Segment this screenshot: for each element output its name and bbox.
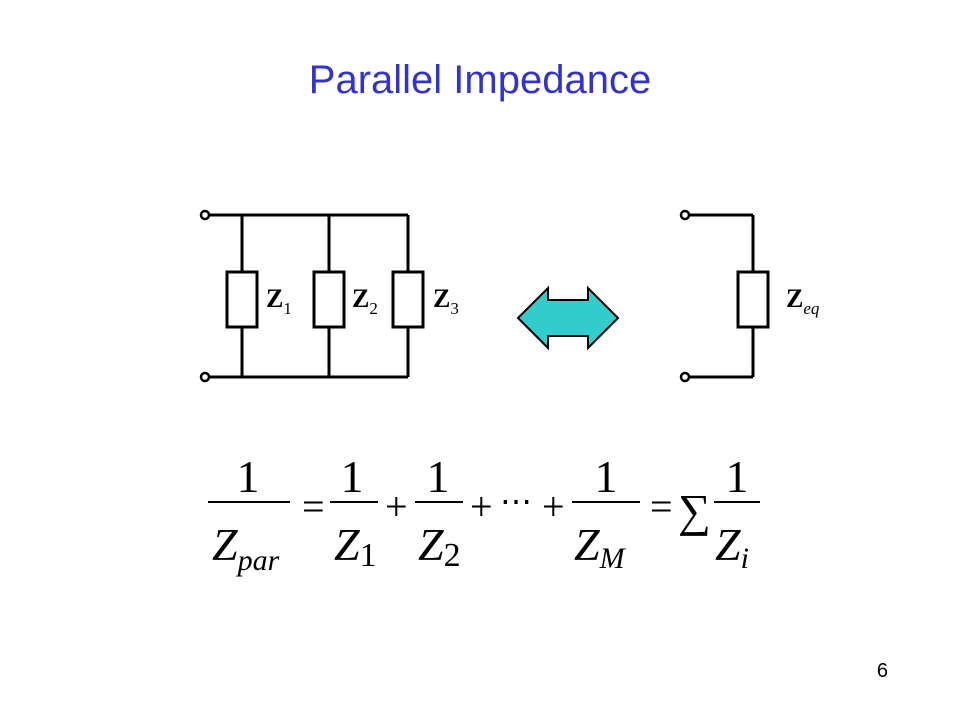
bottom-terminal [199, 371, 211, 383]
page-number: 6 [876, 660, 888, 682]
term-2-denominator: Z2 [418, 519, 461, 574]
z1-label: Z1 [266, 284, 292, 318]
z3-label: Z3 [433, 284, 459, 318]
equals-sign-1: = [302, 484, 325, 529]
equals-sign-2: = [650, 484, 673, 529]
top-terminal [199, 209, 211, 221]
z2-label: Z2 [352, 284, 378, 318]
plus-sign-1: + [385, 484, 408, 529]
sum-symbol: ∑ [678, 485, 711, 536]
equivalence-double-arrow [516, 285, 620, 351]
sum-term-numerator: 1 [726, 451, 749, 502]
term-1-denominator: Z1 [334, 519, 377, 574]
lhs-denominator: Zpar [212, 519, 280, 577]
term-1-numerator: 1 [341, 451, 364, 502]
zeq-label: Zeq [786, 284, 820, 318]
plus-sign-3: + [542, 484, 565, 529]
equivalent-circuit [679, 209, 770, 383]
plus-sign-2: + [470, 484, 493, 529]
term-m-numerator: 1 [595, 451, 618, 502]
ellipsis: ⋯ [500, 483, 532, 519]
slide-title: Parallel Impedance [308, 58, 652, 102]
impedance-z1-resistor [225, 270, 259, 329]
impedance-zeq-resistor [736, 270, 770, 329]
impedance-z3-resistor [391, 270, 425, 329]
lhs-numerator: 1 [237, 451, 260, 502]
eq-bottom-terminal [679, 371, 691, 383]
term-m-denominator: ZM [574, 519, 627, 575]
parallel-impedance-formula: 1 Zpar = 1 Z1 + 1 Z2 + ⋯ + 1 ZM = ∑ 1 [208, 451, 760, 577]
eq-top-terminal [679, 209, 691, 221]
term-2-numerator: 1 [427, 451, 450, 502]
parallel-circuit [199, 209, 425, 383]
sum-term-denominator: Zi [715, 519, 749, 575]
impedance-z2-resistor [312, 270, 346, 329]
